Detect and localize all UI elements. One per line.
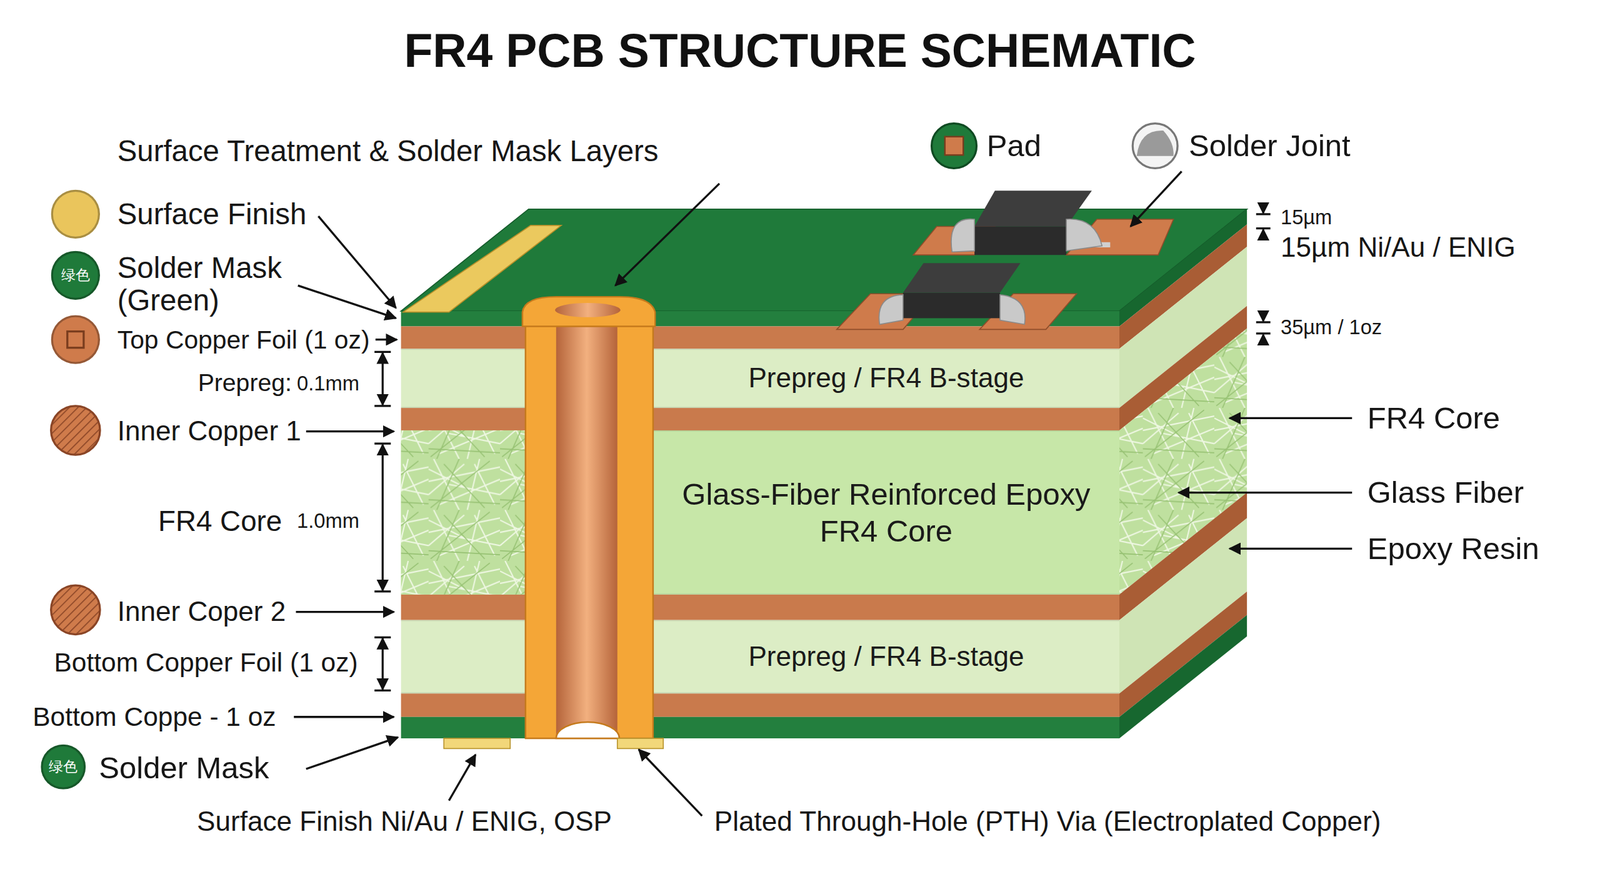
callout-label: 35µm / 1oz (1280, 316, 1382, 340)
thickness-marker (1262, 312, 1265, 322)
legend-text: Top Copper Foil (1 oz) (117, 325, 370, 355)
dimension-bracket (381, 353, 384, 405)
leader-arrow (1229, 548, 1352, 550)
swatch-label: 绿色 (61, 267, 90, 284)
callout-label: FR4 Core (158, 505, 282, 538)
solder-joint (1000, 295, 1025, 325)
leader-arrow (306, 737, 399, 770)
copper-side (1119, 591, 1247, 718)
inner-copper-layer (401, 595, 1120, 621)
legend-text: Surface Finish (117, 197, 307, 231)
chip-body (903, 263, 1021, 293)
thickness-marker (1256, 214, 1271, 229)
board-top-surface (401, 209, 1247, 312)
dimension-bracket (381, 445, 384, 591)
leader-arrow (1178, 491, 1353, 494)
via-barrel (556, 324, 618, 739)
leader-arrow (448, 755, 475, 801)
solder-joint (951, 219, 975, 253)
layer-band: Prepreg / FR4 B-stage (401, 620, 1120, 695)
callout-label: Bottom Copper Foil (1 oz) (54, 648, 359, 679)
thickness-marker (1262, 229, 1265, 240)
component-lead (1066, 235, 1110, 245)
swatch-inner-square (66, 330, 85, 349)
dimension-bracket (381, 638, 384, 690)
legend-text: Pad (986, 128, 1042, 164)
bottom-copper-foil (401, 693, 1120, 718)
dimension-bracket (374, 443, 391, 592)
solder-joint (879, 295, 904, 325)
leader-arrow (1130, 171, 1182, 227)
solder-joint (1066, 219, 1102, 252)
legend-swatch (51, 315, 100, 364)
leader-arrow (615, 183, 720, 286)
chip-body (974, 190, 1092, 227)
top-solder-mask (401, 311, 1120, 327)
chip-body (903, 293, 1000, 319)
legend-text: Solder Mask (98, 751, 269, 786)
callout-label: 0.1mm (296, 372, 360, 396)
callout-label: 15µm Ni/Au / ENIG (1280, 232, 1516, 264)
solder-joint-icon (1136, 130, 1174, 157)
thickness-marker (1262, 203, 1265, 214)
leader-arrow (298, 285, 397, 319)
layer-band: Prepreg / FR4 B-stage (401, 348, 1120, 409)
top-copper-foil (401, 326, 1120, 349)
legend-text: Solder Mask (Green) (117, 251, 297, 318)
swatch-label: 绿色 (48, 759, 78, 776)
legend-text: Inner Coper 2 (117, 596, 287, 628)
legend-text: Solder Joint (1188, 128, 1351, 164)
callout-label: Surface Finish Ni/Au / ENIG, OSP (196, 806, 612, 838)
leader-arrow (375, 338, 397, 341)
leader-arrow (318, 216, 396, 309)
callout-label: Surface Treatment & Solder Mask Layers (117, 134, 659, 168)
smd-pad (979, 293, 1077, 330)
via-bottom-opening (556, 722, 620, 739)
bottom-pad (617, 738, 664, 749)
layer-label: Glass-Fiber Reinforced Epoxy FR4 Core (666, 476, 1106, 550)
legend-text: Inner Copper 1 (117, 416, 302, 447)
via-top-ring (522, 296, 655, 327)
leader-arrow (295, 611, 394, 614)
legend-swatch (51, 190, 100, 239)
leader-arrow (638, 750, 702, 817)
callout-label: FR4 Core (1367, 401, 1500, 436)
solder-mask-side (1119, 615, 1247, 739)
bottom-pad (443, 738, 510, 749)
callout-label: 1.0mm (296, 510, 360, 534)
pad-icon (931, 123, 977, 169)
layer-label: Prepreg / FR4 B-stage (748, 640, 1024, 674)
leader-arrow (293, 716, 394, 719)
layer-label: Prepreg / FR4 B-stage (748, 361, 1024, 395)
callout-label: Plated Through-Hole (PTH) Via (Electropl… (714, 806, 1382, 838)
leader-arrow (1229, 417, 1352, 420)
via-plating (525, 324, 654, 739)
hatched-copper-icon (51, 585, 100, 635)
inner-copper-layer (401, 408, 1120, 431)
callout-label: Prepreg: (198, 370, 292, 398)
surface-finish-strip (403, 225, 562, 313)
layer-band: Glass-Fiber Reinforced Epoxy FR4 Core (401, 430, 1120, 595)
smd-pad (913, 226, 995, 255)
hatched-copper-icon (51, 406, 100, 455)
pad-icon (945, 136, 964, 155)
smd-pad (836, 293, 934, 330)
diagram-title: FR4 PCB STRUCTURE SCHEMATIC (403, 25, 1196, 78)
dimension-bracket (374, 637, 391, 691)
core-fiber-texture (401, 430, 526, 595)
callout-label: Glass Fiber (1367, 475, 1524, 510)
callout-label: 15µm (1280, 205, 1332, 229)
callout-label: Bottom Coppe - 1 oz (32, 702, 276, 733)
leader-arrow (306, 430, 394, 433)
via-top-opening (555, 303, 620, 318)
smd-pad (1066, 219, 1174, 255)
callout-label: Epoxy Resin (1367, 531, 1540, 567)
solder-joint-icon (1132, 123, 1178, 169)
thickness-marker (1262, 335, 1265, 345)
dimension-bracket (374, 351, 391, 407)
bottom-solder-mask (401, 717, 1120, 739)
thickness-marker (1256, 322, 1271, 334)
chip-body (974, 226, 1067, 255)
